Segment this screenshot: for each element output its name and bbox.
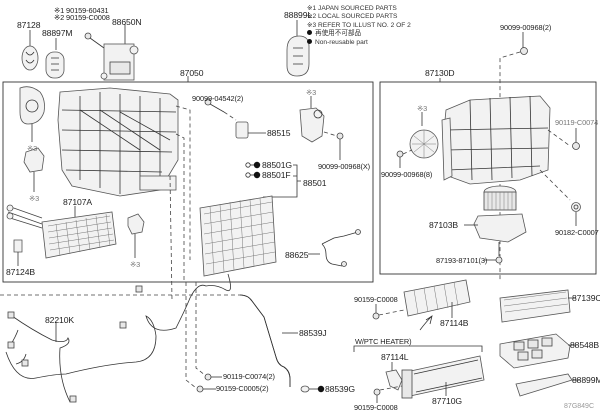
label-88899M[interactable]: 88899M — [572, 375, 600, 385]
label-90159-C0008-bot[interactable]: 90159-C0008 — [354, 403, 398, 412]
label-90099-00968-X[interactable]: 90099-00968(X) — [318, 162, 371, 171]
label-90182-C0007[interactable]: 90182-C0007 — [555, 228, 599, 237]
label-90119-C0074-2[interactable]: 90119-C0074(2) — [223, 372, 275, 381]
part-87107A-heater-core[interactable] — [6, 204, 117, 259]
label-88539J[interactable]: 88539J — [299, 328, 327, 338]
label-88501G[interactable]: 88501G — [262, 160, 292, 170]
label-87114L[interactable]: 87114L — [381, 352, 409, 362]
part-servo-ref3-d[interactable] — [299, 96, 325, 143]
part-82210K-wire-harness[interactable] — [5, 273, 231, 403]
part-88899L-sensor[interactable] — [286, 20, 310, 77]
label-87103B[interactable]: 87103B — [429, 220, 459, 230]
label-88897M[interactable]: 88897M — [42, 28, 73, 38]
part-87103B-blower-motor[interactable] — [464, 185, 527, 256]
part-88650N-amplifier[interactable] — [84, 24, 139, 81]
part-blower-case[interactable] — [441, 95, 571, 201]
screw-87193-87101[interactable] — [484, 256, 503, 264]
label-87193-87101[interactable]: 87193-87101(3) — [436, 256, 488, 265]
part-88515-valve[interactable] — [235, 121, 266, 139]
part-88899M-cover[interactable] — [515, 373, 580, 397]
label-82210K[interactable]: 82210K — [45, 315, 75, 325]
label-90159-60431[interactable]: ※1 90159-60431 — [54, 6, 109, 15]
legend-item-non-reusable-en: Non-reusable part — [307, 38, 411, 47]
label-87139C[interactable]: 87139C — [572, 293, 600, 303]
label-88501[interactable]: 88501 — [303, 178, 327, 188]
part-88501-evaporator[interactable] — [199, 195, 277, 277]
label-87130D[interactable]: 87130D — [425, 68, 455, 78]
screw-90099-00968-8[interactable] — [396, 149, 413, 168]
o-ring-88501G[interactable] — [245, 161, 261, 169]
label-ref3-b: ※3 — [29, 194, 40, 203]
screw-90159-C0008-bot[interactable] — [373, 385, 403, 403]
screw-90119-C0074[interactable] — [572, 128, 580, 150]
label-88625[interactable]: 88625 — [285, 250, 309, 260]
figure-code: 87G849C — [564, 403, 594, 410]
part-servo-ref3-a[interactable] — [19, 86, 45, 142]
blower-unit-group-box — [379, 81, 597, 275]
label-90159-C0008-top[interactable]: ※2 90159-C0008 — [54, 13, 110, 22]
part-87124B-clamp[interactable] — [13, 239, 23, 266]
label-87128[interactable]: 87128 — [17, 20, 41, 30]
label-90099-00968-8[interactable]: 90099-00968(8) — [381, 170, 433, 179]
part-88539J-drain-pipe[interactable] — [0, 294, 298, 387]
label-ref3-a: ※3 — [27, 144, 38, 153]
grommet-88539G[interactable] — [300, 385, 325, 393]
legend-item-local: ※2 LOCAL SOURCED PARTS — [307, 13, 398, 21]
legend-item-non-reusable-jp: 再使用不可部品 — [307, 30, 411, 38]
label-88539G[interactable]: 88539G — [325, 384, 355, 394]
label-ref3-e: ※3 — [417, 104, 428, 113]
part-87114L-bracket[interactable] — [385, 362, 403, 391]
label-90099-04542[interactable]: 90099-04542(2) — [192, 94, 244, 103]
label-90119-C0074[interactable]: 90119-C0074 — [555, 118, 599, 127]
part-87114B-duct[interactable] — [403, 279, 471, 331]
label-87107A[interactable]: 87107A — [63, 197, 93, 207]
label-ref3-d: ※3 — [306, 88, 317, 97]
label-88548B[interactable]: 88548B — [570, 340, 600, 350]
screw-90159-C0005[interactable] — [185, 282, 216, 393]
non-reusable-dot-icon — [307, 38, 312, 44]
label-87114B[interactable]: 87114B — [440, 318, 469, 328]
part-servo-ref3-e[interactable] — [409, 112, 439, 159]
label-87050[interactable]: 87050 — [180, 68, 204, 78]
ptc-heater-bracket — [353, 345, 483, 352]
label-88515[interactable]: 88515 — [267, 128, 291, 138]
part-88625-sensor-wire[interactable] — [308, 229, 361, 267]
part-87710G-ptc-heater[interactable] — [401, 355, 485, 399]
label-ptc-heater-note: W/PTC HEATER) — [355, 337, 412, 346]
legend: ※1 JAPAN SOURCED PARTS ※2 LOCAL SOURCED … — [307, 5, 411, 47]
evaporator-bracket — [263, 164, 301, 198]
part-heater-case[interactable] — [57, 87, 191, 301]
non-reusable-dot-icon — [307, 30, 312, 36]
label-ref3-c: ※3 — [130, 260, 141, 269]
label-88899L[interactable]: 88899L — [284, 10, 313, 20]
label-87710G[interactable]: 87710G — [432, 396, 462, 406]
part-servo-ref3-c[interactable] — [127, 213, 145, 258]
label-88650N[interactable]: 88650N — [112, 17, 142, 27]
screw-90099-00968-X[interactable] — [323, 131, 344, 160]
label-90159-C0008-mid[interactable]: 90159-C0008 — [354, 295, 398, 304]
part-servo-ref3-b[interactable] — [23, 147, 45, 192]
screw-90099-04542[interactable] — [204, 98, 237, 121]
screw-90159-C0008-mid[interactable] — [372, 304, 405, 320]
label-88501F[interactable]: 88501F — [262, 170, 291, 180]
label-87124B[interactable]: 87124B — [6, 267, 36, 277]
label-90159-C0005[interactable]: 90159-C0005(2) — [216, 384, 269, 393]
part-88897M-seal[interactable] — [45, 38, 65, 79]
label-90099-00968-2[interactable]: 90099-00968(2) — [500, 23, 552, 32]
part-88548B-filter-case[interactable] — [499, 333, 576, 369]
legend-item-refer: ※3 REFER TO ILLUST NO. 2 OF 2 — [307, 21, 411, 29]
screw-90119-C0074-2[interactable] — [195, 282, 222, 381]
part-87139C-filter[interactable] — [499, 289, 576, 323]
o-ring-88501F[interactable] — [245, 171, 261, 179]
legend-item-japan: ※1 JAPAN SOURCED PARTS — [307, 5, 397, 12]
part-87128-seal[interactable] — [21, 30, 39, 71]
nut-90182-C0007[interactable] — [571, 202, 581, 227]
